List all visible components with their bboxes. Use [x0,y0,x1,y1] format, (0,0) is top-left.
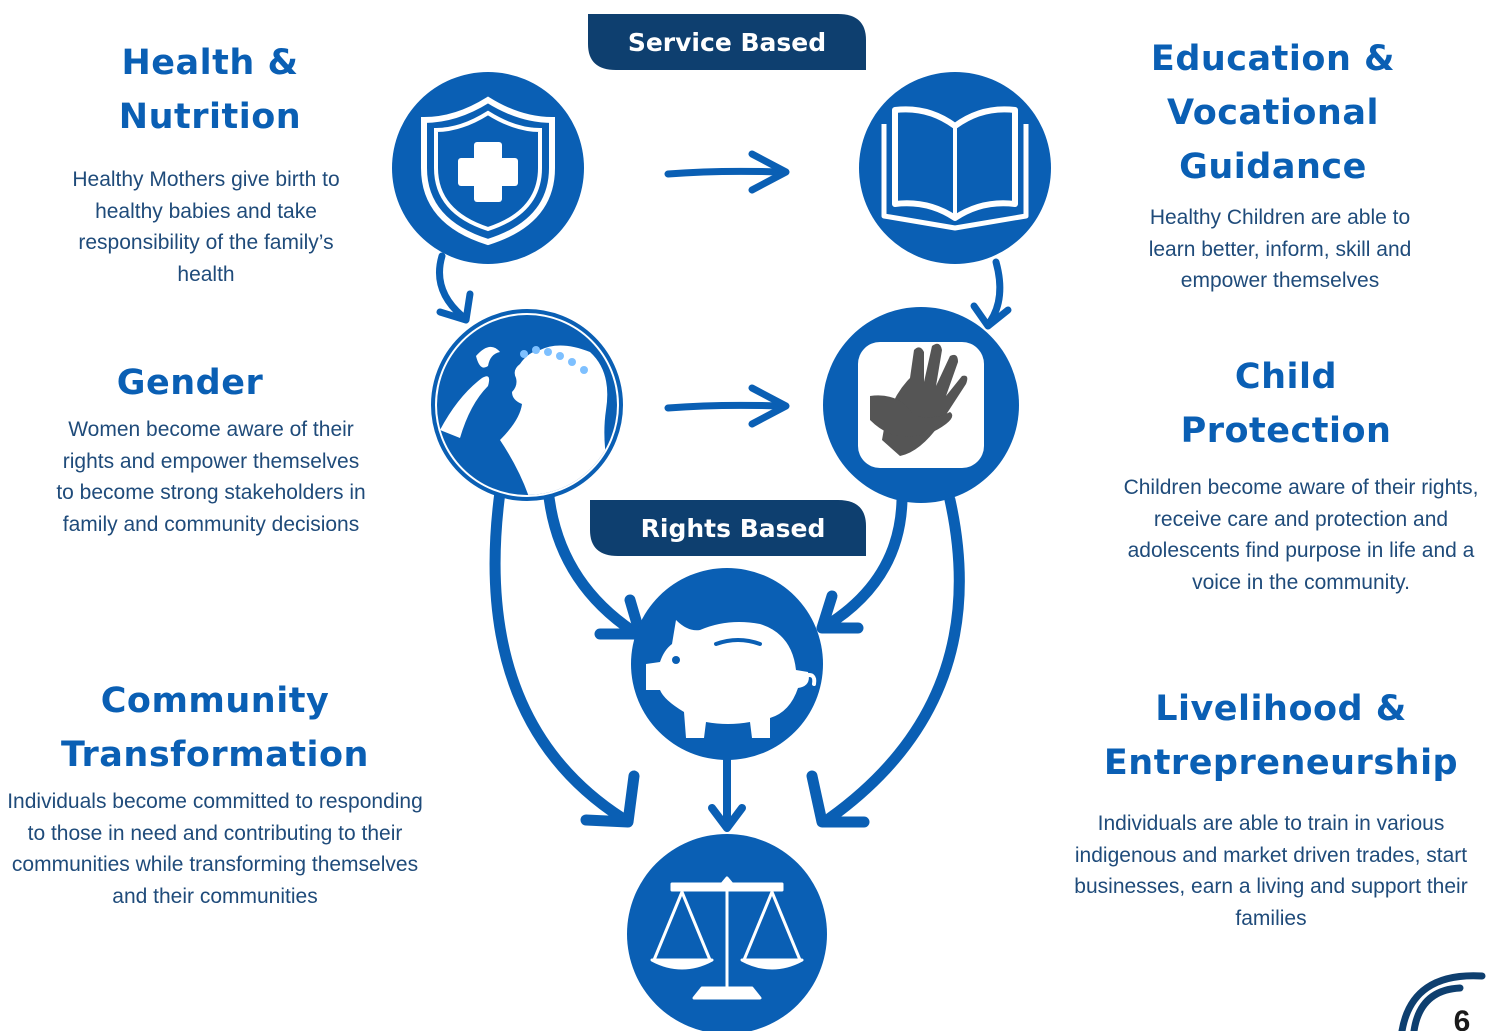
child-icon-circle [823,307,1019,503]
service-based-label: Service Based [628,28,826,57]
arrow-gender-to-justice [489,486,640,828]
scales-of-justice-icon [650,876,804,1000]
child-description: Children become aware of their rights, r… [1123,476,1479,594]
shield-cross-icon [421,96,555,246]
savings-icon-circle [631,568,823,760]
woman-profile-icon [440,345,616,495]
community-description: Individuals become committed to respondi… [7,790,423,908]
gender-icon-circle [431,309,623,501]
health-description: Healthy Mothers give birth to healthy ba… [72,168,340,286]
education-title: Education & Vocational Guidance [1150,39,1396,187]
education-description: Healthy Children are able to learn bette… [1148,206,1412,292]
health-title: Health & Nutrition [118,43,302,137]
health-icon-circle [392,72,584,264]
livelihood-title: Livelihood & Entrepreneurship [1103,689,1459,783]
arrow-education-to-child [970,258,1012,330]
arrows [436,150,1012,832]
service-based-banner: Service Based [588,14,866,70]
arrow-health-to-gender [436,252,474,324]
arrow-child-to-justice [806,494,965,828]
arrow-child-to-savings [816,494,908,634]
gender-description: Women become aware of their rights and e… [56,418,366,536]
arrow-gender-to-child [664,384,790,428]
rights-based-label: Rights Based [641,514,826,543]
arrow-savings-to-justice [708,748,746,832]
page-number-badge: 6 [1398,972,1486,1031]
livelihood-description: Individuals are able to train in various… [1074,812,1468,930]
child-title: Child Protection [1180,357,1392,451]
page-number: 6 [1454,1005,1471,1031]
rights-based-banner: Rights Based [590,500,866,556]
arrow-health-to-education [664,150,790,194]
justice-icon-circle [627,834,827,1031]
community-title: Community Transformation [61,681,369,775]
education-icon-circle [859,72,1051,264]
piggy-bank-icon [646,620,817,738]
gender-title: Gender [116,363,264,403]
helping-hands-icon [870,343,968,456]
open-book-icon [881,106,1029,231]
